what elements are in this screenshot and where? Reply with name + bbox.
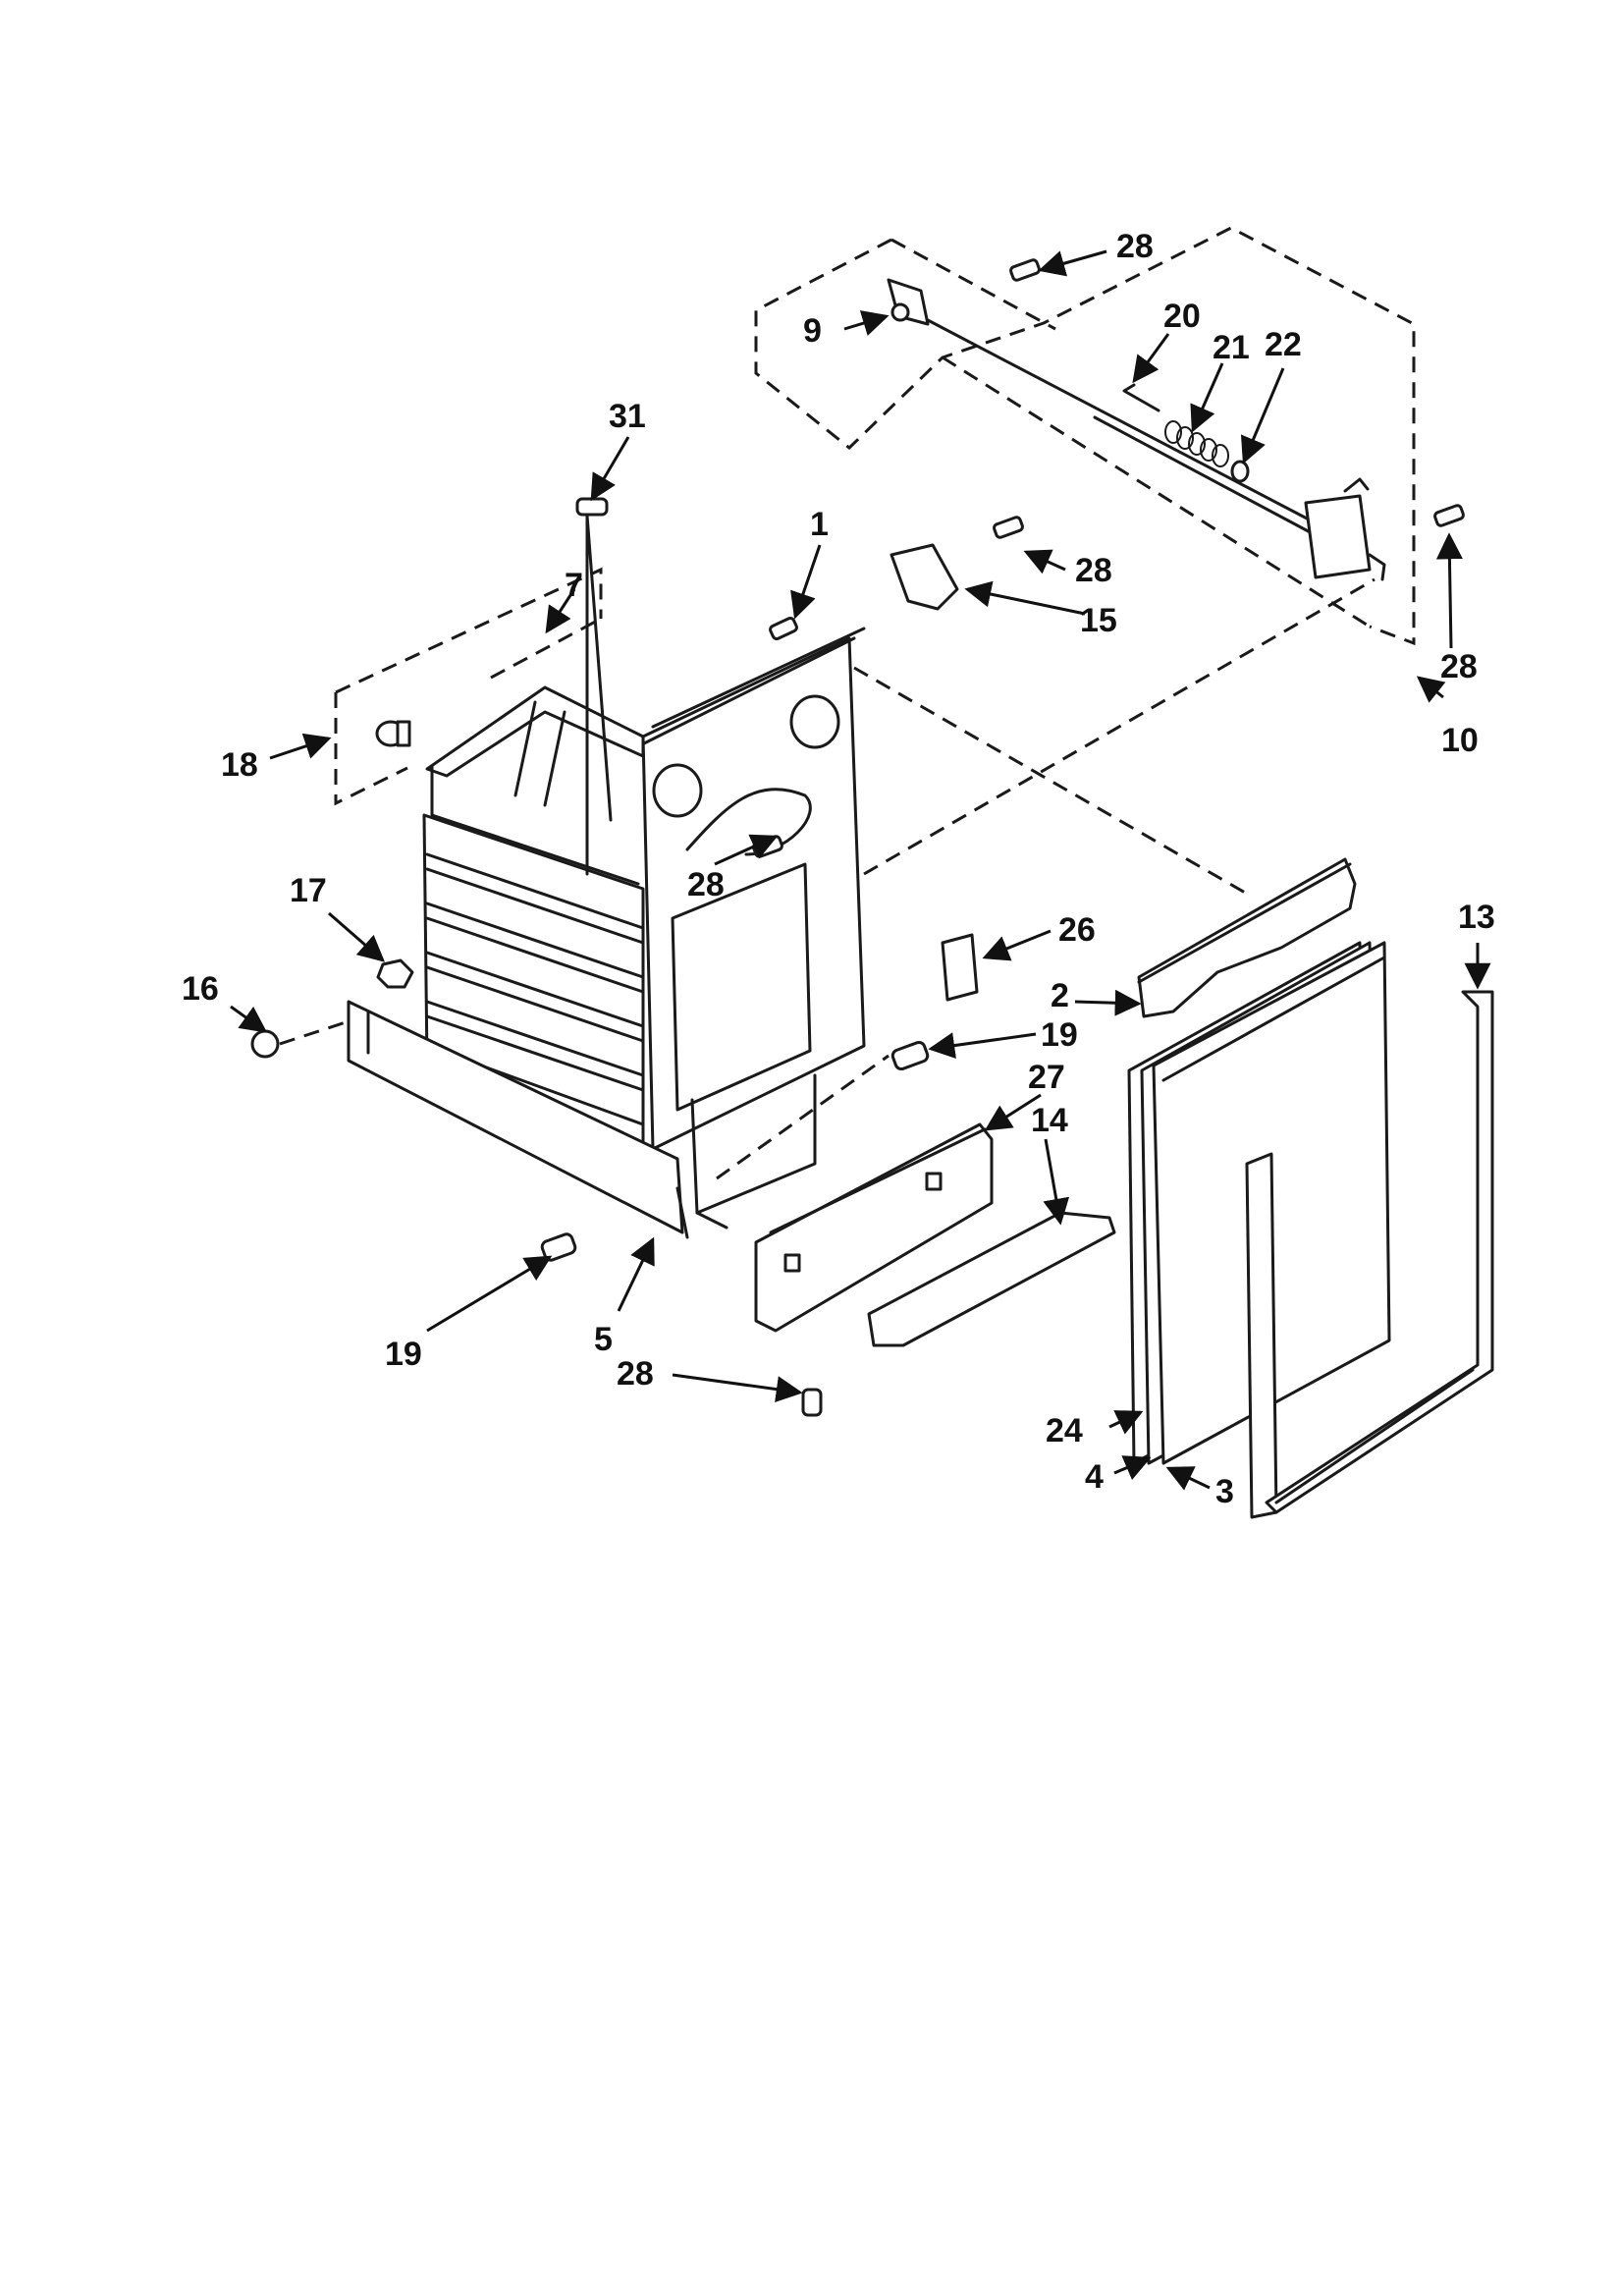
callout-20: 20: [1163, 298, 1201, 335]
callout-7: 7: [565, 567, 583, 604]
bracket-26: [941, 933, 979, 1002]
hinge-assembly-group: [754, 226, 1465, 646]
base-rail: [347, 1000, 684, 1234]
callout-28: 28: [687, 866, 725, 903]
cabinet: [250, 497, 1375, 1417]
door-rail: [1137, 857, 1357, 1018]
callout-28: 28: [1075, 552, 1112, 589]
callout-28: 28: [617, 1355, 654, 1393]
callout-19: 19: [385, 1336, 422, 1373]
callout-24: 24: [1046, 1412, 1083, 1449]
screw-icon: [1009, 258, 1041, 282]
bracket-15: [890, 543, 959, 611]
callout-17: 17: [290, 872, 327, 909]
washer: [1230, 460, 1250, 483]
screw-icon: [801, 1388, 823, 1417]
callout-4: 4: [1085, 1458, 1104, 1496]
nut-icon: [250, 1029, 280, 1059]
callout-22: 22: [1265, 326, 1302, 363]
callout-28: 28: [1116, 228, 1154, 265]
leader-arrows: [230, 249, 1491, 1491]
hinge-end-bracket: [1304, 494, 1372, 579]
screw-icon: [769, 616, 798, 641]
callout-9: 9: [803, 312, 822, 350]
callout-31: 31: [609, 398, 646, 435]
callout-19: 19: [1041, 1016, 1078, 1054]
callout-1: 1: [810, 506, 829, 543]
grille-group: [334, 567, 603, 806]
callout-15: 15: [1080, 602, 1117, 639]
kick-plate: [754, 1122, 1116, 1347]
callout-21: 21: [1213, 329, 1250, 366]
callout-2: 2: [1051, 977, 1069, 1014]
callout-16: 16: [182, 970, 219, 1008]
callout-3: 3: [1215, 1473, 1234, 1510]
callout-10: 10: [1441, 722, 1479, 759]
callout-18: 18: [221, 746, 258, 784]
screw-icon: [540, 1232, 577, 1262]
grille-slats: [422, 813, 645, 1166]
nut-icon: [376, 958, 414, 989]
screw-icon: [575, 497, 609, 517]
liner-top: [425, 685, 645, 778]
callout-5: 5: [594, 1321, 613, 1358]
screw-icon: [993, 516, 1024, 539]
spring: [1164, 420, 1229, 467]
callout-26: 26: [1058, 911, 1096, 949]
callout-28: 28: [1440, 648, 1478, 685]
callout-27: 27: [1028, 1059, 1065, 1096]
callout-13: 13: [1458, 899, 1495, 936]
pin: [1122, 383, 1160, 412]
door-trim: [1245, 990, 1494, 1519]
screw-icon: [890, 1040, 930, 1071]
callout-labels: 28 9 20 21 22 31 1 28 15 7 28 10 18 28 1…: [182, 228, 1495, 1510]
callout-14: 14: [1031, 1102, 1068, 1139]
screw-icon: [1433, 504, 1465, 527]
